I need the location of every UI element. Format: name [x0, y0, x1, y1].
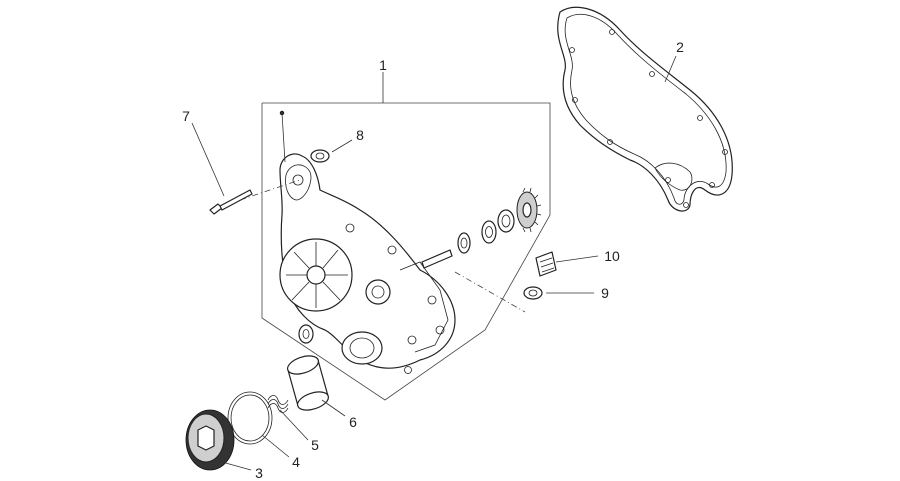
callout-2: 2: [676, 39, 684, 55]
washer-part-9: [523, 286, 594, 300]
assembly-frame-1: [261, 72, 551, 401]
gasket-part-2: [557, 6, 733, 212]
filter-part-6: [286, 355, 346, 417]
callout-7: 7: [182, 108, 190, 124]
callout-6: 6: [349, 414, 357, 430]
callout-5: 5: [311, 437, 319, 453]
callout-4: 4: [292, 454, 300, 470]
callout-8: 8: [356, 127, 364, 143]
callout-3: 3: [255, 465, 263, 481]
shaft-gear-set: [239, 179, 542, 313]
small-bearing: [298, 324, 314, 344]
bolt-part-7: [191, 122, 253, 215]
callout-9: 9: [601, 285, 609, 301]
spring-part-5: [267, 395, 309, 441]
callout-1: 1: [379, 57, 387, 73]
seal-part-8: [310, 139, 353, 163]
cover-part-1: [279, 110, 456, 374]
filter-cap-part-3: [185, 409, 252, 471]
sensor-part-10: [535, 251, 599, 277]
o-ring-part-4: [227, 391, 290, 458]
callout-10: 10: [604, 248, 620, 264]
